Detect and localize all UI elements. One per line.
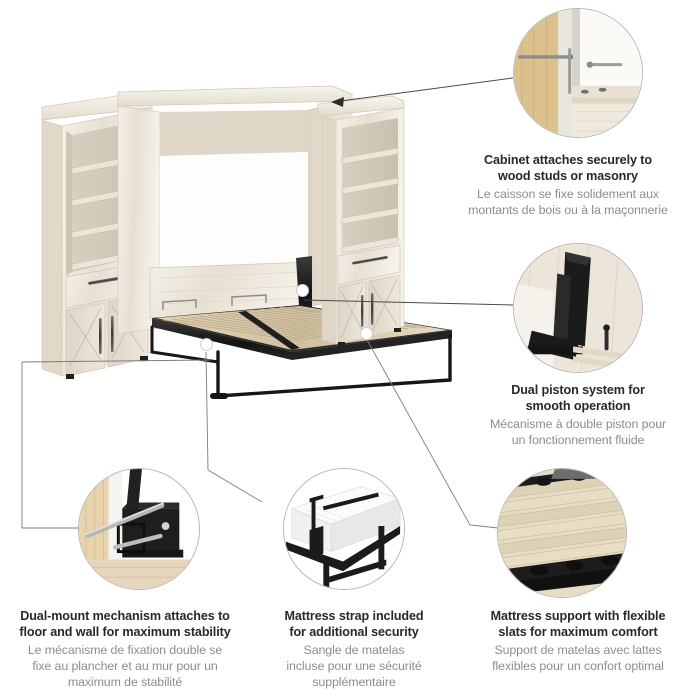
right-cabinet-drawer: [337, 244, 401, 286]
piston-mechanism-detail-icon: [513, 243, 643, 373]
left-cabinet-shelves: [71, 153, 146, 271]
connector-strap: [205, 351, 263, 503]
caption-wall-mount: Cabinet attaches securely to wood studs …: [440, 152, 696, 218]
caption-dual-mount-en: Dual-mount mechanism attaches to floor a…: [19, 609, 231, 640]
wall-anchor-detail-icon: [513, 8, 643, 138]
caption-dual-mount-fr: Le mécanisme de fixation double se fixe …: [27, 642, 223, 689]
caption-flexible-slats-en: Mattress support with flexible slats for…: [490, 609, 666, 640]
wooden-slats-detail-icon: [497, 468, 627, 598]
callout-dot-dual-mount: [200, 338, 213, 351]
connector-wall-mount: [332, 77, 514, 103]
caption-dual-mount: Dual-mount mechanism attaches to floor a…: [2, 608, 248, 690]
left-cabinet-drawer: [65, 261, 149, 309]
caption-wall-mount-fr: Le caisson se fixe solidement aux montan…: [468, 186, 668, 217]
caption-dual-piston-en: Dual piston system for smooth operation: [511, 383, 645, 414]
caption-wall-mount-en: Cabinet attaches securely to wood studs …: [484, 153, 652, 184]
caption-mattress-strap-fr: Sangle de matelas incluse pour une sécur…: [286, 642, 422, 689]
left-cabinet-doors: [65, 293, 149, 377]
murphy-bed-cabinet: [117, 85, 353, 335]
callout-dot-piston: [296, 284, 309, 297]
connector-piston: [303, 299, 514, 306]
caption-mattress-strap: Mattress strap included for additional s…: [256, 608, 452, 690]
floor-wall-bracket-detail-icon: [78, 468, 200, 590]
callout-dot-slats: [360, 327, 373, 340]
caption-flexible-slats-fr: Support de matelas avec lattes flexibles…: [492, 642, 664, 673]
caption-dual-piston-fr: Mécanisme à double piston pour un foncti…: [489, 416, 667, 447]
left-storage-cabinet: [41, 93, 153, 379]
caption-flexible-slats: Mattress support with flexible slats for…: [458, 608, 698, 674]
bed-platform: [150, 294, 452, 399]
mattress-strap-detail-icon: [283, 468, 405, 590]
caption-mattress-strap-en: Mattress strap included for additional s…: [284, 609, 424, 640]
right-storage-cabinet: [317, 95, 405, 346]
right-cabinet-shelves: [341, 147, 399, 254]
caption-dual-piston: Dual piston system for smooth operation …: [458, 382, 698, 448]
